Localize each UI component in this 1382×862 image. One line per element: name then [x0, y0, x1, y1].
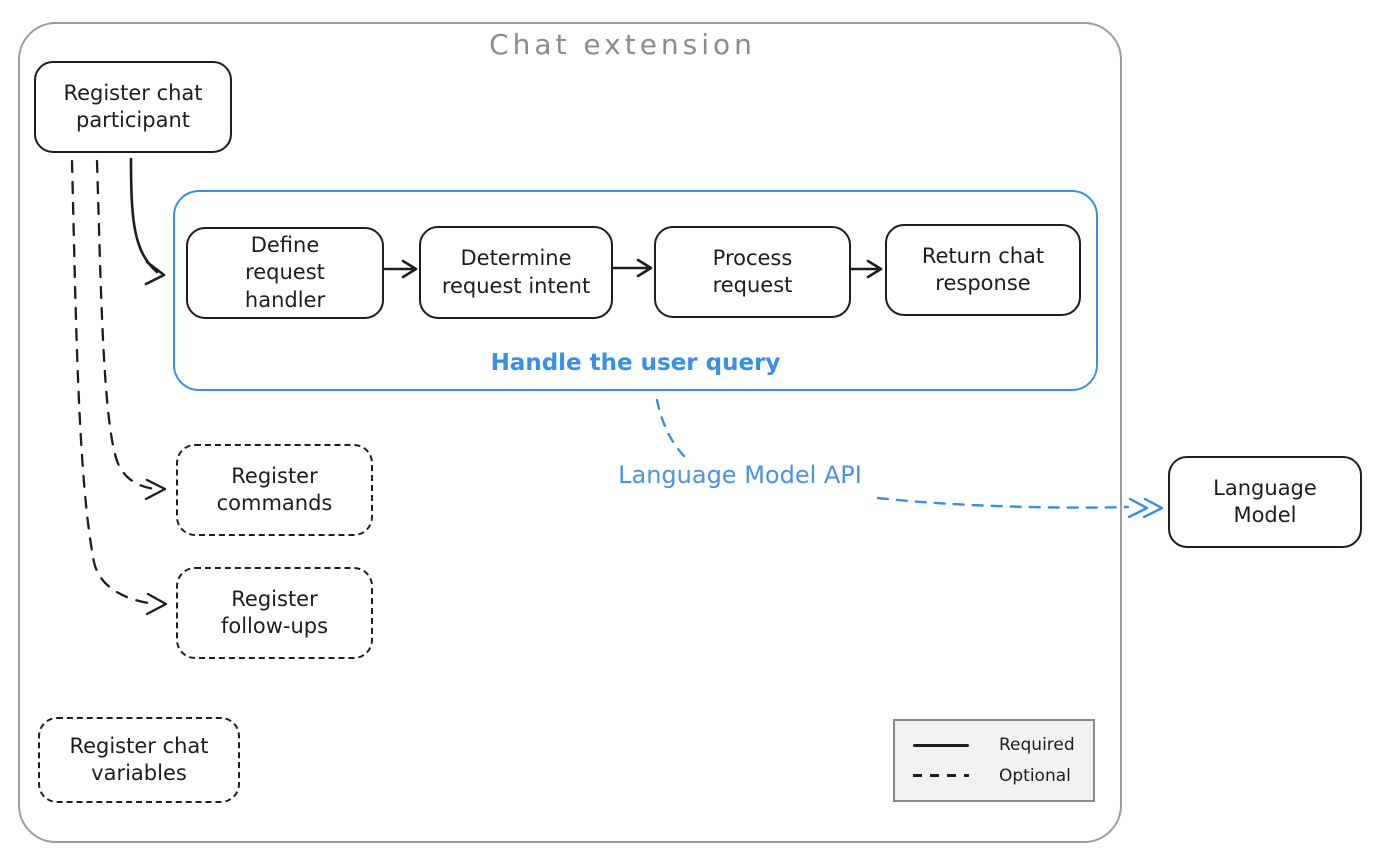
node-define-request-handler: Define request handler: [186, 227, 384, 319]
dashed-line-icon: [913, 774, 969, 778]
chat-extension-container: [18, 22, 1122, 843]
handle-user-query-label: Handle the user query: [490, 350, 781, 376]
legend-row-required: Required: [895, 735, 1093, 755]
node-define-request-handler-label: Define request handler: [244, 233, 326, 312]
node-register-commands-label: Register commands: [216, 463, 333, 515]
legend: Required Optional: [893, 719, 1095, 802]
node-return-chat-response-label: Return chat response: [921, 243, 1045, 295]
node-language-model: Language Model: [1168, 456, 1362, 548]
legend-row-optional: Optional: [895, 766, 1093, 786]
node-register-chat-participant: Register chat participant: [34, 61, 232, 153]
node-register-chat-participant-label: Register chat participant: [63, 80, 203, 132]
handle-user-query-group: [173, 190, 1098, 391]
node-determine-request-intent-label: Determine request intent: [441, 246, 591, 298]
node-register-follow-ups: Register follow-ups: [176, 567, 373, 659]
node-determine-request-intent: Determine request intent: [419, 226, 613, 319]
solid-line-icon: [913, 743, 969, 747]
legend-optional-label: Optional: [999, 765, 1071, 786]
legend-required-label: Required: [999, 735, 1075, 756]
diagram-title: Chat extension: [489, 28, 756, 61]
language-model-api-label: Language Model API: [618, 461, 862, 489]
node-return-chat-response: Return chat response: [885, 224, 1081, 316]
node-register-chat-variables: Register chat variables: [38, 717, 240, 803]
node-language-model-label: Language Model: [1213, 475, 1317, 527]
node-register-follow-ups-label: Register follow-ups: [220, 586, 329, 638]
node-register-chat-variables-label: Register chat variables: [69, 733, 209, 785]
node-process-request-label: Process request: [712, 245, 793, 297]
node-register-commands: Register commands: [176, 444, 373, 536]
node-process-request: Process request: [654, 226, 851, 318]
